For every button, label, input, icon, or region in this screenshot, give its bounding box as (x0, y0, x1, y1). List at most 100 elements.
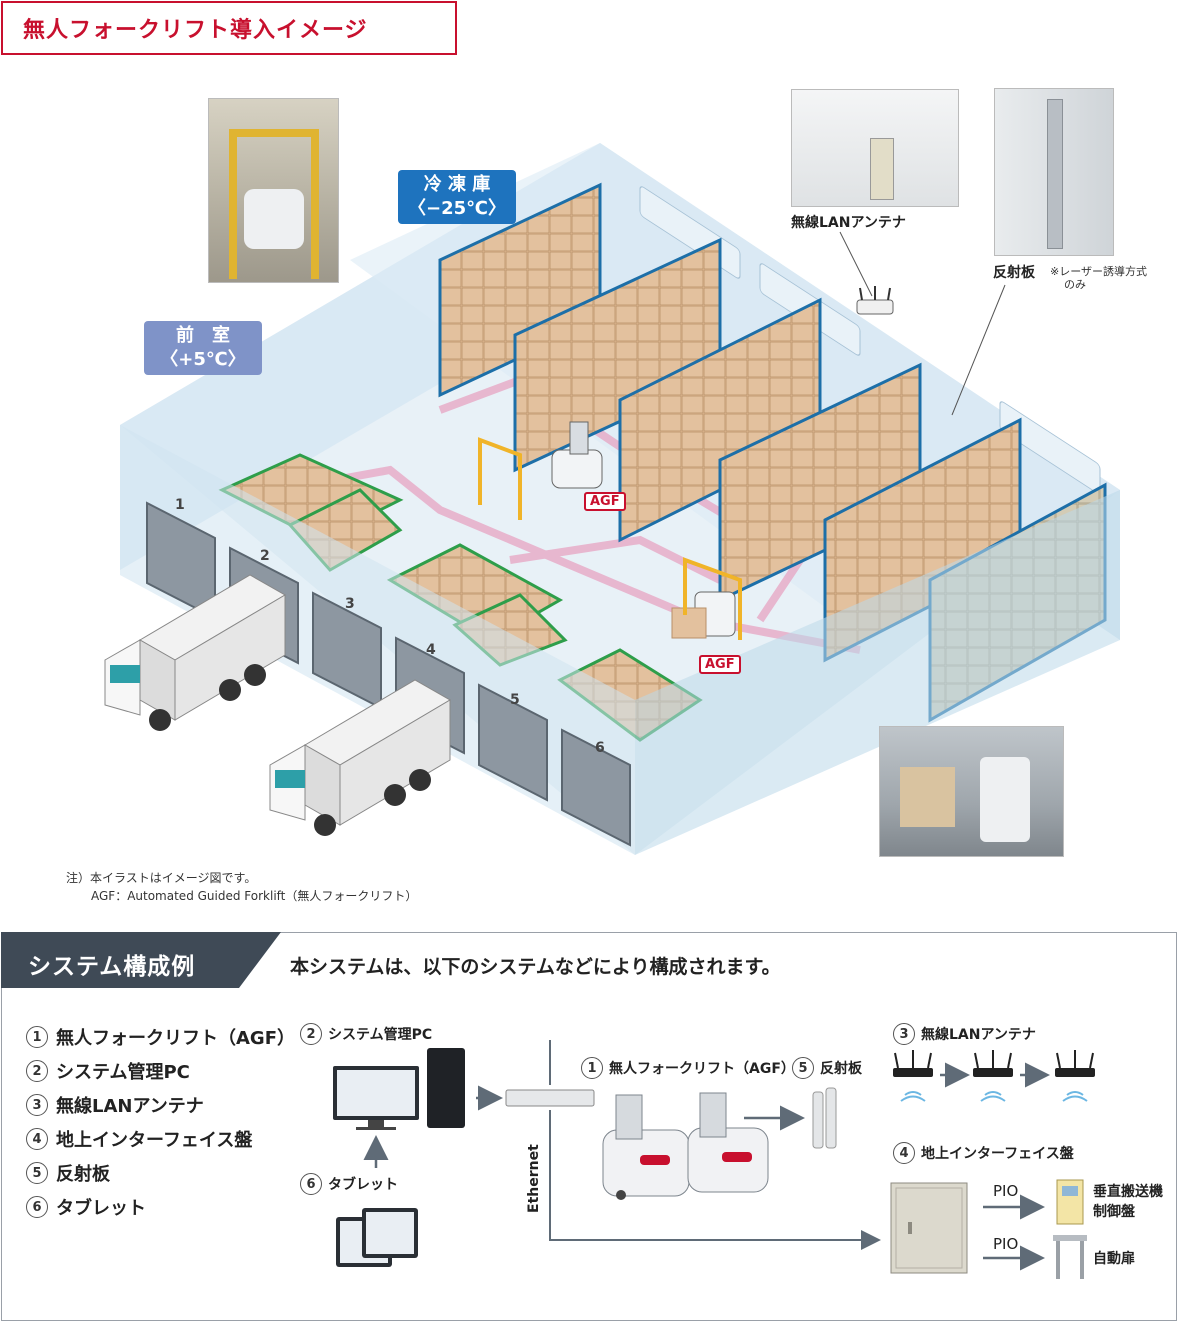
legend-item: 2 システム管理PC (26, 1054, 295, 1088)
antenna-text: 無線LANアンテナ (921, 1027, 1036, 1043)
component-legend: 1 無人フォークリフト（AGF） 2 システム管理PC 3 無線LANアンテナ 4 地上… (26, 1020, 295, 1224)
agf-tag-2: AGF (699, 655, 741, 674)
tablet-text: タブレット (328, 1177, 398, 1193)
legend-number: 4 (26, 1128, 48, 1150)
pc-text: システム管理PC (328, 1027, 433, 1043)
truck-2 (269, 679, 451, 836)
dock-number: 6 (595, 740, 605, 756)
legend-label: 反射板 (56, 1164, 110, 1185)
dock-number: 3 (345, 596, 355, 612)
pc-number: 2 (300, 1023, 322, 1045)
panel-label: 4 地上インターフェイス盤 (893, 1142, 1074, 1164)
antenna-device (856, 286, 894, 315)
interface-panel (890, 1182, 968, 1274)
dock-number: 1 (175, 497, 185, 513)
agf-vehicle-1 (551, 421, 603, 489)
legend-item: 6 タブレット (26, 1190, 295, 1224)
router-device (893, 1050, 933, 1102)
agf-robot-2 (687, 1092, 769, 1193)
photo-reflector (994, 88, 1114, 256)
router-device (1055, 1050, 1095, 1102)
legend-number: 1 (26, 1026, 48, 1048)
anteroom-zone-label: 前 室 〈+5℃〉 (144, 321, 262, 375)
anteroom-zone-temp: 〈+5℃〉 (160, 349, 246, 370)
legend-label: 無線LANアンテナ (56, 1096, 204, 1117)
photo-agf-warehouse (879, 726, 1064, 857)
reflector-note-line1: ※レーザー誘導方式 (1050, 265, 1147, 278)
antenna-number: 3 (893, 1023, 915, 1045)
agf-tag-1: AGF (584, 492, 626, 511)
door-gates (478, 437, 742, 640)
system-heading: システム構成例 (28, 954, 196, 980)
agf-robot-1 (602, 1094, 690, 1200)
agf-number: 1 (581, 1057, 603, 1079)
system-heading-band (1, 932, 281, 988)
reflector-label: 5 反射板 (792, 1057, 862, 1079)
target-conveyor-label: 垂直搬送機 制御盤 (1093, 1182, 1163, 1222)
network-switch (505, 1089, 595, 1107)
panel-number: 4 (893, 1142, 915, 1164)
note-line-2: AGF：Automated Guided Forklift（無人フォークリフト） (91, 889, 418, 903)
freezer-zone-label: 冷 凍 庫 〈−25℃〉 (398, 170, 516, 224)
pc-label: 2 システム管理PC (300, 1023, 432, 1045)
legend-number: 2 (26, 1060, 48, 1082)
legend-item: 3 無線LANアンテナ (26, 1088, 295, 1122)
dock-number: 4 (426, 642, 436, 658)
page-title: 無人フォークリフト導入イメージ (1, 1, 457, 55)
tablet-number: 6 (300, 1173, 322, 1195)
reflector-text: 反射板 (820, 1061, 862, 1077)
legend-number: 5 (26, 1162, 48, 1184)
pio-label-1: PIO (993, 1182, 1019, 1200)
antenna-callout: 無線LANアンテナ (791, 215, 906, 231)
reflector-device (812, 1087, 837, 1149)
pc-monitor (333, 1066, 419, 1130)
legend-item: 5 反射板 (26, 1156, 295, 1190)
pc-tower (427, 1048, 465, 1128)
panel-text: 地上インターフェイス盤 (921, 1146, 1074, 1162)
agf-text: 無人フォークリフト（AGF） (609, 1061, 795, 1077)
page-title-text: 無人フォークリフト導入イメージ (23, 18, 368, 43)
dock-number: 2 (260, 548, 270, 564)
ethernet-to-antenna-line (549, 1040, 551, 1085)
legend-label: 地上インターフェイス盤 (56, 1130, 253, 1151)
photo-agf-door (208, 98, 339, 283)
illustration-note: 注）本イラストはイメージ図です。 AGF：Automated Guided Fo… (66, 869, 417, 905)
freezer-zone-temp: 〈−25℃〉 (408, 198, 506, 219)
reflector-note: ※レーザー誘導方式 のみ (1050, 265, 1147, 291)
agf-label: 1 無人フォークリフト（AGF） (581, 1057, 795, 1079)
antenna-leader-line (839, 231, 873, 297)
anteroom-zone-name: 前 室 (176, 325, 230, 346)
truck-1 (104, 574, 286, 731)
photo-antenna (791, 89, 959, 207)
legend-number: 6 (26, 1196, 48, 1218)
legend-item: 4 地上インターフェイス盤 (26, 1122, 295, 1156)
legend-item: 1 無人フォークリフト（AGF） (26, 1020, 295, 1054)
vertical-conveyor-panel (1056, 1179, 1084, 1225)
legend-number: 3 (26, 1094, 48, 1116)
system-diagram (333, 1040, 1095, 1279)
antenna-label: 3 無線LANアンテナ (893, 1023, 1036, 1045)
reflector-note-line2: のみ (1064, 278, 1086, 291)
router-device (973, 1050, 1013, 1102)
system-section (1, 932, 1177, 1321)
reflector-leader-line (951, 284, 1006, 416)
pio-label-2: PIO (993, 1235, 1019, 1253)
target-conveyor-line2: 制御盤 (1093, 1204, 1135, 1220)
tablet-label: 6 タブレット (300, 1173, 398, 1195)
side-wall (635, 490, 1120, 855)
automatic-door (1053, 1235, 1087, 1279)
reflector-number: 5 (792, 1057, 814, 1079)
dock-number: 5 (510, 692, 520, 708)
tablet-device (336, 1208, 418, 1267)
reflector-callout: 反射板 (993, 265, 1035, 281)
system-lead-text: 本システムは、以下のシステムなどにより構成されます。 (290, 956, 781, 978)
legend-label: タブレット (56, 1198, 146, 1219)
warehouse-illustration (104, 143, 1120, 855)
agf-vehicle-2 (671, 591, 736, 639)
legend-label: 無人フォークリフト（AGF） (56, 1028, 295, 1049)
target-conveyor-line1: 垂直搬送機 (1093, 1184, 1163, 1200)
legend-label: システム管理PC (56, 1062, 190, 1083)
ethernet-to-panel-line (549, 1110, 881, 1250)
ethernet-label: Ethernet (526, 1144, 542, 1213)
target-door-label: 自動扉 (1093, 1251, 1135, 1267)
